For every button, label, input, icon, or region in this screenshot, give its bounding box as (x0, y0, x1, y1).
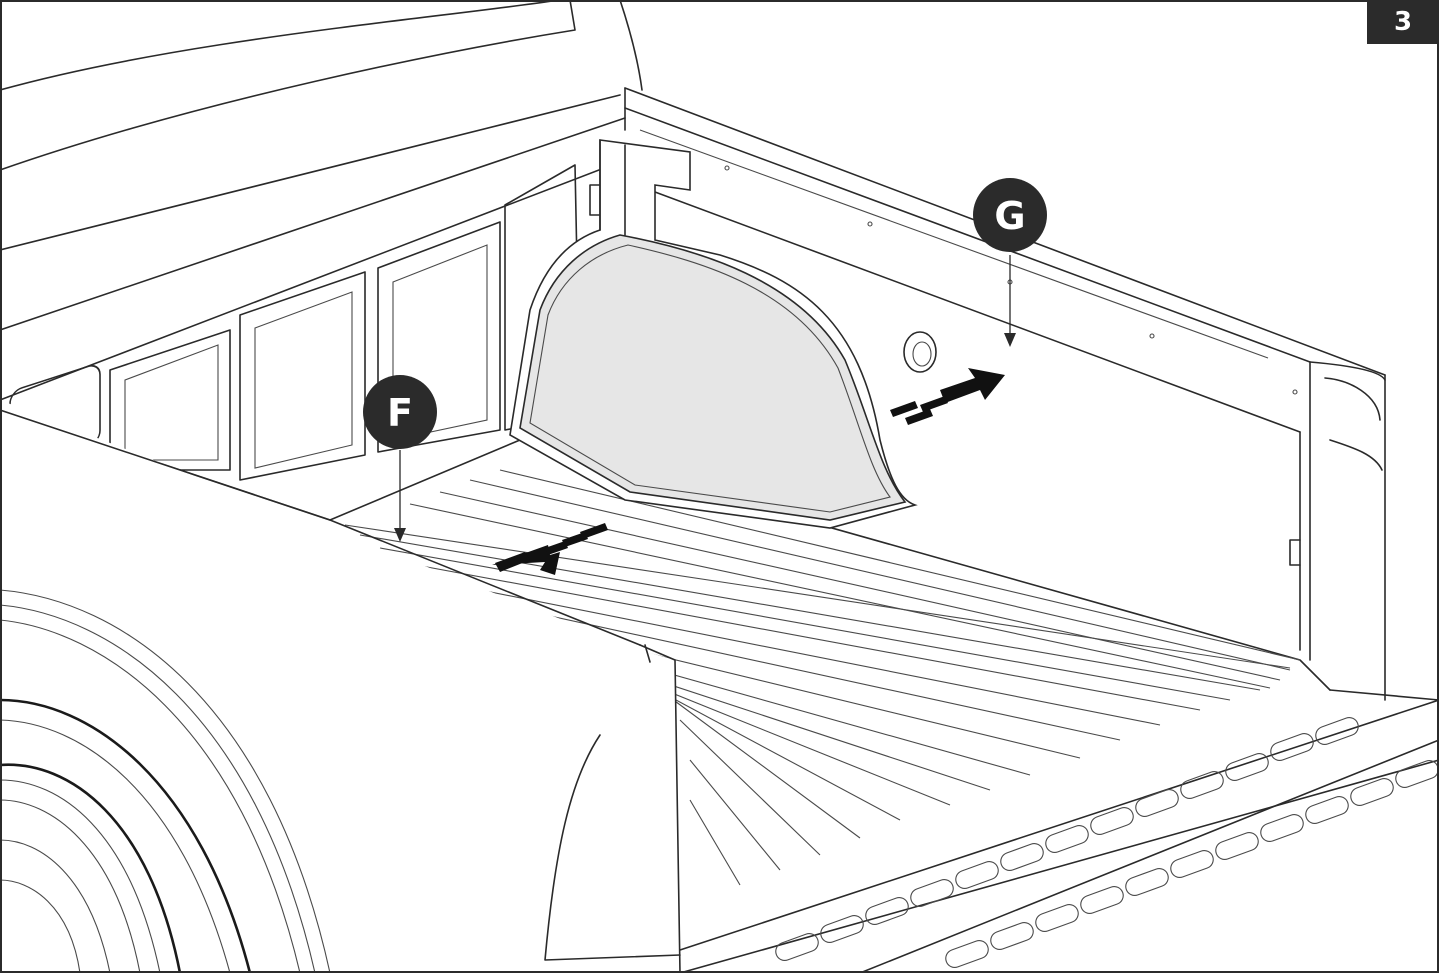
tailgate-slots (775, 717, 1439, 968)
arrow-outward-icon (492, 523, 608, 575)
callout-g: G (973, 178, 1047, 347)
bed-exterior-side (0, 400, 681, 973)
bed-divider-panel (509, 139, 918, 529)
bed-side-wall (0, 159, 626, 521)
step-number-badge: 3 (1367, 0, 1439, 44)
callout-f-label: F (387, 391, 413, 435)
arrow-inward-icon (890, 368, 1005, 425)
tailgate (679, 689, 1439, 973)
truck-cab (0, 0, 643, 331)
callout-g-label: G (994, 194, 1025, 238)
callout-f: F (363, 375, 437, 542)
